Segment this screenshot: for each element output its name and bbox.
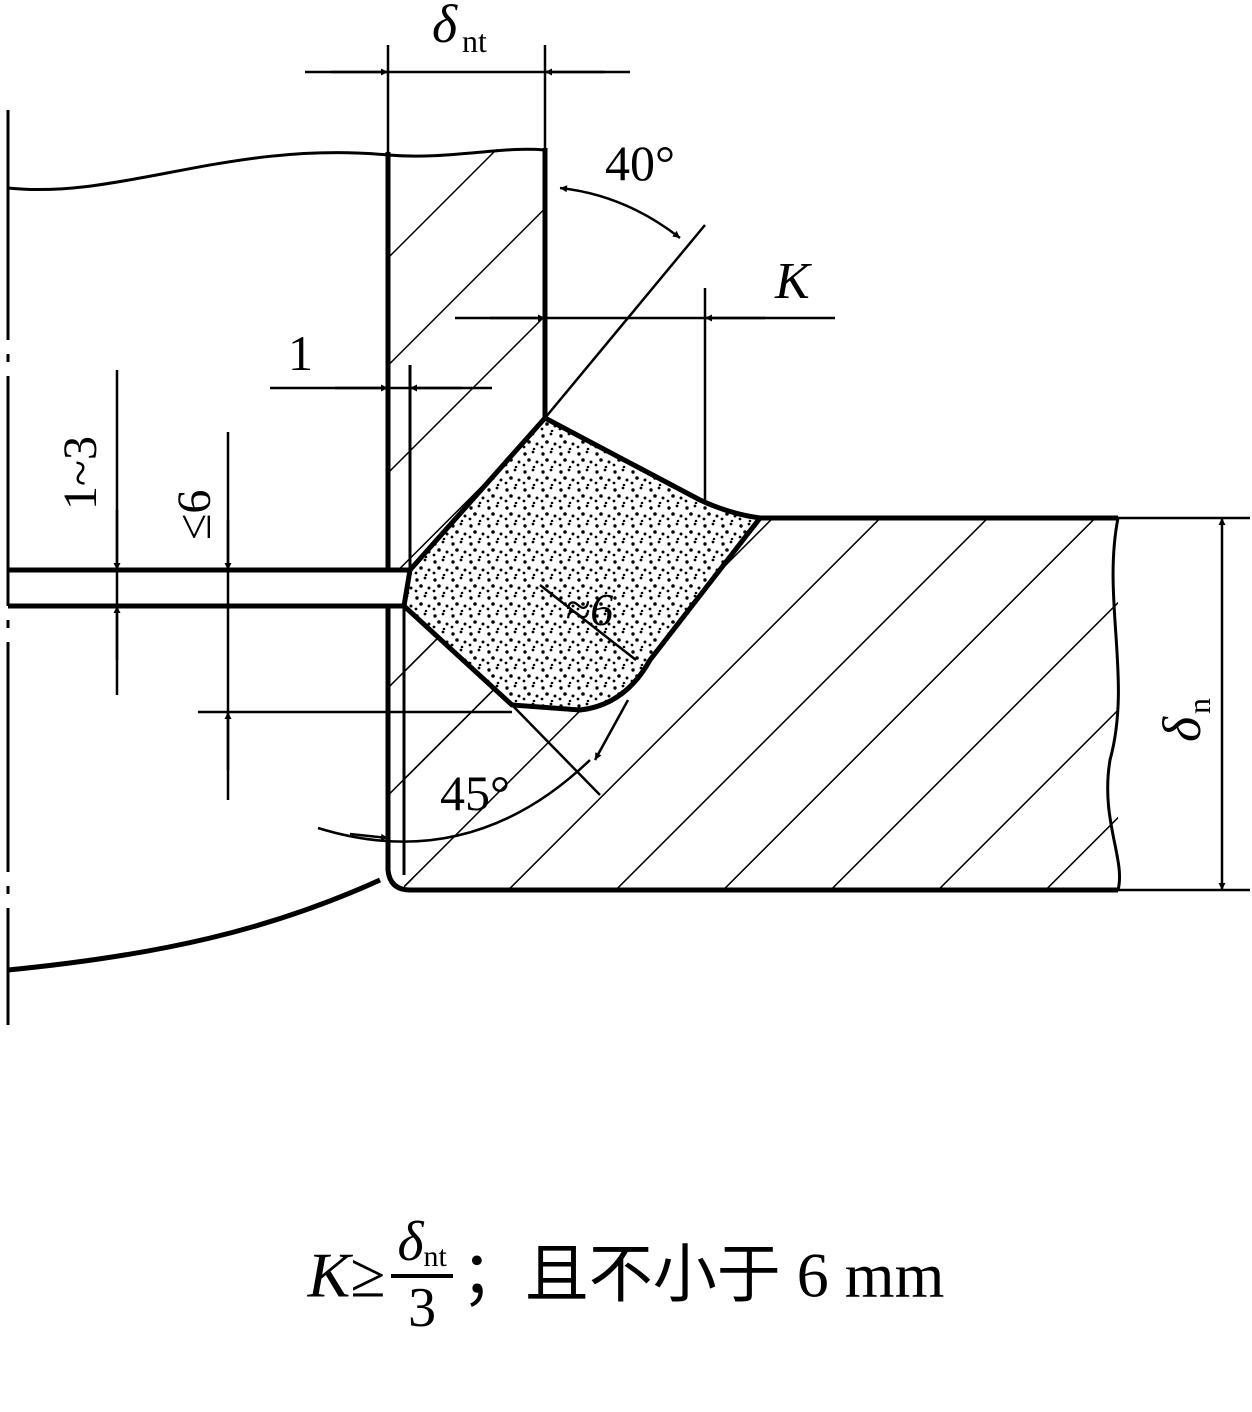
delta-nt-label: δ	[432, 0, 458, 54]
angle-45-arrow-left	[349, 832, 389, 841]
caption-k: K	[307, 1239, 351, 1311]
caption-numerator: δnt	[391, 1211, 453, 1278]
delta-n-label: δ n	[1152, 698, 1217, 742]
angle-45-label: 45°	[440, 765, 510, 821]
angle-40-label: 40°	[605, 135, 675, 191]
gap-label: 1~3	[54, 436, 107, 510]
svg-text:n: n	[1181, 698, 1217, 714]
weld-metal	[401, 414, 765, 713]
angle-arc-45	[317, 759, 591, 843]
bevel-line-45	[511, 704, 601, 796]
angle-45-arrow-right	[593, 699, 630, 761]
shell-wall	[385, 606, 1118, 893]
depth-label: ≤6	[168, 490, 221, 540]
one-label: 1	[288, 325, 313, 381]
angle-arc-40	[559, 185, 681, 239]
bevel-line-40	[544, 224, 706, 419]
delta-nt-sub: nt	[462, 23, 487, 59]
caption-ge: ≥	[350, 1239, 386, 1311]
leg-dim-line	[539, 584, 637, 661]
leg-label: ≈6	[565, 584, 613, 635]
svg-text:δ: δ	[1152, 716, 1212, 742]
k-label: K	[774, 253, 812, 310]
shell-break-curve	[7, 877, 382, 973]
nozzle-break-line	[7, 147, 546, 192]
caption-denominator: 3	[408, 1276, 437, 1339]
plate-break-line	[1106, 517, 1121, 891]
caption-tail: ；且不小于 6 mm	[460, 1239, 945, 1311]
